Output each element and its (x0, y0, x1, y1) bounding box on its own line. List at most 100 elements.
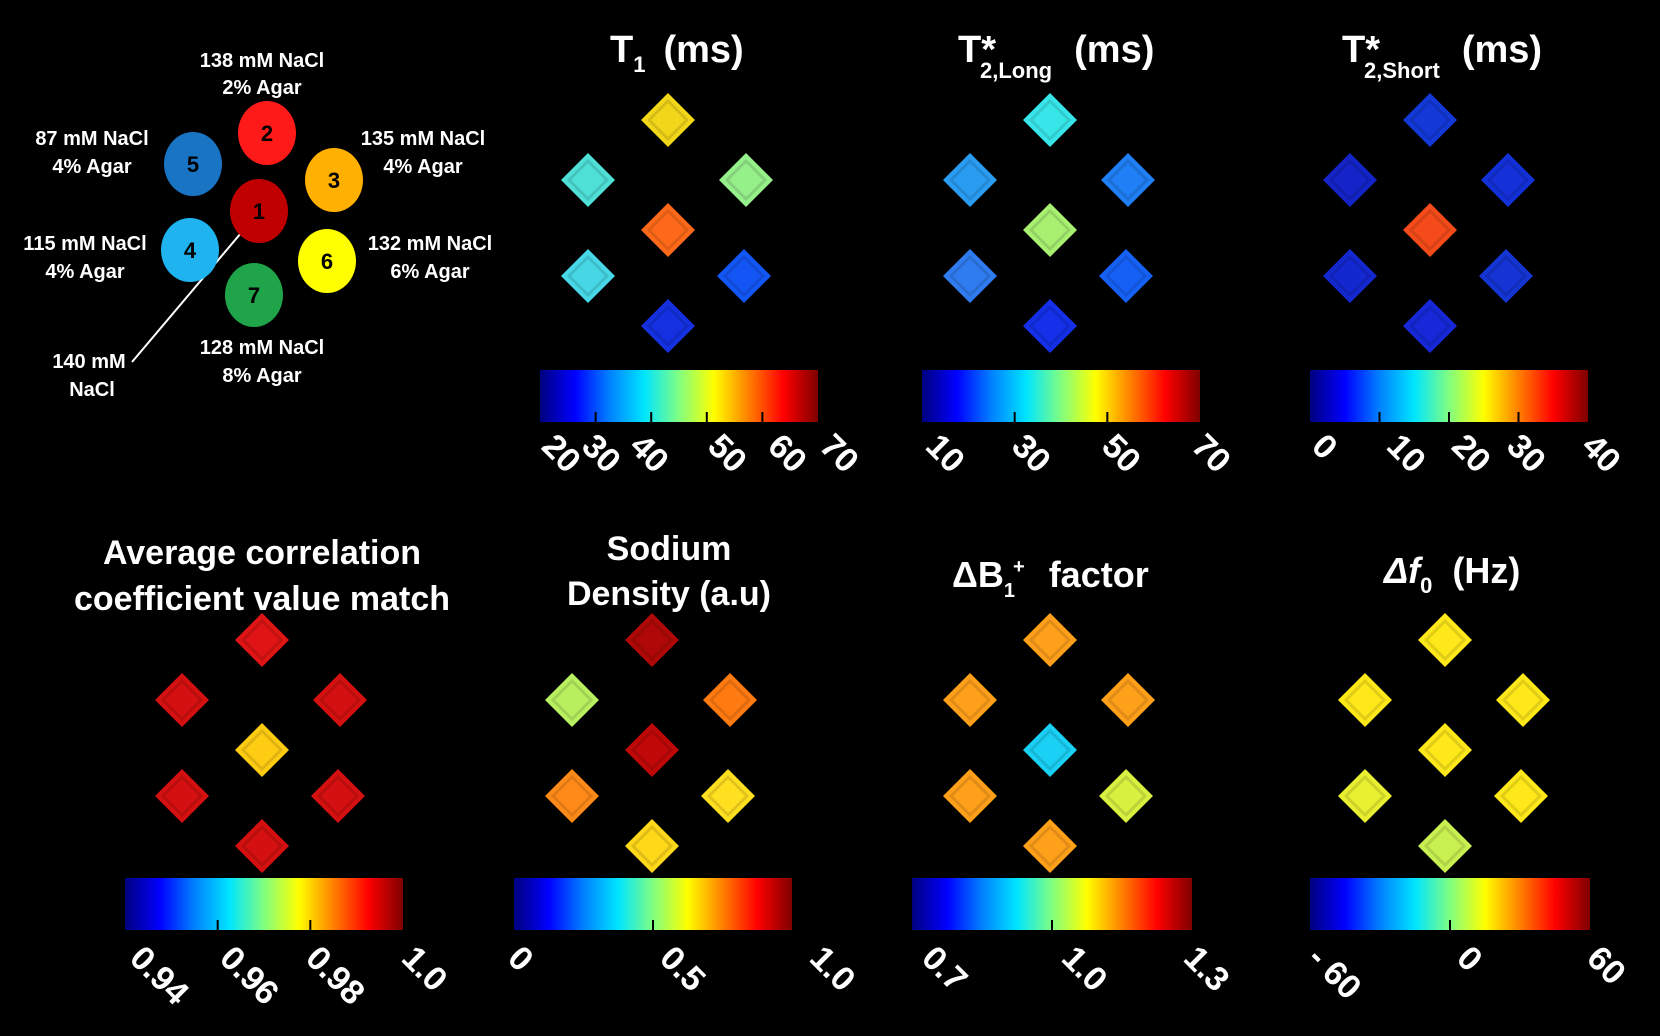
tube-6-number: 6 (321, 249, 333, 274)
tube-3: 3 (305, 148, 363, 212)
sample-spot-shading (1408, 208, 1452, 252)
sample-spot-5 (1323, 249, 1377, 303)
sample-spot-1 (641, 93, 695, 147)
sample-spot-4 (1403, 203, 1457, 257)
sample-spot-shading (160, 774, 204, 818)
label-tube-2: 138 mM NaCl 2% Agar (200, 50, 325, 99)
label-tube-3: 135 mM NaCl 4% Agar (361, 128, 486, 178)
sample-spot-shading (708, 678, 752, 722)
tube-1: 1 (230, 179, 288, 243)
tube-7: 7 (225, 263, 283, 327)
sample-spot-3 (1101, 153, 1155, 207)
sample-spot-shading (318, 678, 362, 722)
map-panel-4 (545, 613, 757, 873)
sample-spot-4 (625, 723, 679, 777)
colorbar-tick-label: 10 (918, 427, 972, 481)
sample-spot-shading (1106, 158, 1150, 202)
sample-spot-2 (943, 153, 997, 207)
sample-spot-shading (240, 618, 284, 662)
sample-spot-shading (240, 728, 284, 772)
sample-spot-2 (545, 673, 599, 727)
sample-spot-2 (155, 673, 209, 727)
colorbar-tick-label: 50 (1094, 427, 1148, 481)
title-correlation-line1: Average correlation (103, 534, 421, 572)
title-b1-factor: ΔB1+factor (952, 554, 1149, 602)
label-tube-5-line1: 87 mM NaCl (35, 128, 148, 150)
label-tube-1-line2: NaCl (69, 379, 115, 401)
colorbar-tick-label: 0.98 (298, 939, 372, 1013)
sample-spot-shading (566, 158, 610, 202)
sample-spot-6 (1479, 249, 1533, 303)
tube-5-number: 5 (187, 152, 199, 177)
sample-spot-5 (545, 769, 599, 823)
title-t2-long: T*2,Long(ms) (958, 29, 1154, 83)
sample-spot-shading (1028, 728, 1072, 772)
tube-2-circle (238, 101, 296, 165)
sample-spot-shading (550, 774, 594, 818)
label-tube-1-line1: 140 mM (52, 351, 125, 373)
sample-spot-7 (1023, 819, 1077, 873)
sample-spot-4 (235, 723, 289, 777)
title-t2-short: T*2,Short(ms) (1342, 29, 1542, 83)
sample-spot-shading (550, 678, 594, 722)
sample-spot-5 (1338, 769, 1392, 823)
sample-spot-1 (235, 613, 289, 667)
sample-spot-shading (1104, 254, 1148, 298)
map-panel-1 (943, 93, 1155, 353)
sample-spot-shading (948, 158, 992, 202)
tube-1-circle (230, 179, 288, 243)
map-panel-3 (155, 613, 367, 873)
sample-spot-shading (646, 98, 690, 142)
colorbar-tick-label: 0.94 (122, 939, 196, 1013)
sample-spot-6 (311, 769, 365, 823)
colorbar-tick-label: 60 (760, 427, 814, 481)
label-tube-4: 115 mM NaCl 4% Agar (23, 233, 146, 283)
sample-spot-shading (630, 728, 674, 772)
colorbar-tick-label: 30 (1004, 427, 1058, 481)
colorbar-gradient (540, 370, 818, 422)
sample-spot-shading (646, 208, 690, 252)
sample-spot-shading (948, 774, 992, 818)
tube-1-number: 1 (253, 199, 265, 224)
sample-spot-shading (1028, 618, 1072, 662)
phantom-legend: 1 2 3 4 5 6 7 138 mM NaCl 2% Agar (23, 50, 492, 401)
sample-spot-1 (625, 613, 679, 667)
sample-spot-shading (1486, 158, 1530, 202)
colorbar-tick-label: 0.7 (914, 939, 974, 999)
title-correlation-line2: coefficient value match (74, 580, 450, 618)
tube-5-circle (164, 132, 222, 196)
tube-2-number: 2 (261, 121, 273, 146)
sample-spot-shading (1328, 158, 1372, 202)
sample-spot-shading (1343, 774, 1387, 818)
sample-spot-shading (1028, 824, 1072, 868)
sample-spot-shading (1104, 774, 1148, 818)
sample-spot-shading (1028, 98, 1072, 142)
tube-6-circle (298, 229, 356, 293)
title-sodium-line2: Density (a.u) (567, 575, 771, 613)
sample-spot-shading (566, 254, 610, 298)
label-tube-4-line1: 115 mM NaCl (23, 233, 146, 255)
sample-spot-3 (703, 673, 757, 727)
colorbar-tick-label: 40 (1574, 427, 1628, 481)
sample-spot-7 (1418, 819, 1472, 873)
label-tube-3-line1: 135 mM NaCl (361, 128, 486, 150)
tube-6: 6 (298, 229, 356, 293)
colorbar-tick-label: 1.0 (1054, 939, 1114, 999)
colorbar-tick-label: 70 (812, 427, 866, 481)
sample-spot-shading (1408, 98, 1452, 142)
colorbar-tick-label: 30 (1499, 427, 1553, 481)
sample-spot-1 (1023, 93, 1077, 147)
colorbar-tick-label: 40 (622, 427, 676, 481)
tube-7-circle (225, 263, 283, 327)
tube-4-number: 4 (184, 238, 197, 263)
tube-5: 5 (164, 132, 222, 196)
colorbar-tick-label: 1.0 (394, 939, 454, 999)
label-tube-2-line2: 2% Agar (222, 77, 302, 99)
sample-spot-shading (1328, 254, 1372, 298)
colorbar-tick-label: 0 (1304, 427, 1344, 467)
sample-spot-shading (724, 158, 768, 202)
sample-spot-1 (1023, 613, 1077, 667)
tube-4-circle (161, 218, 219, 282)
